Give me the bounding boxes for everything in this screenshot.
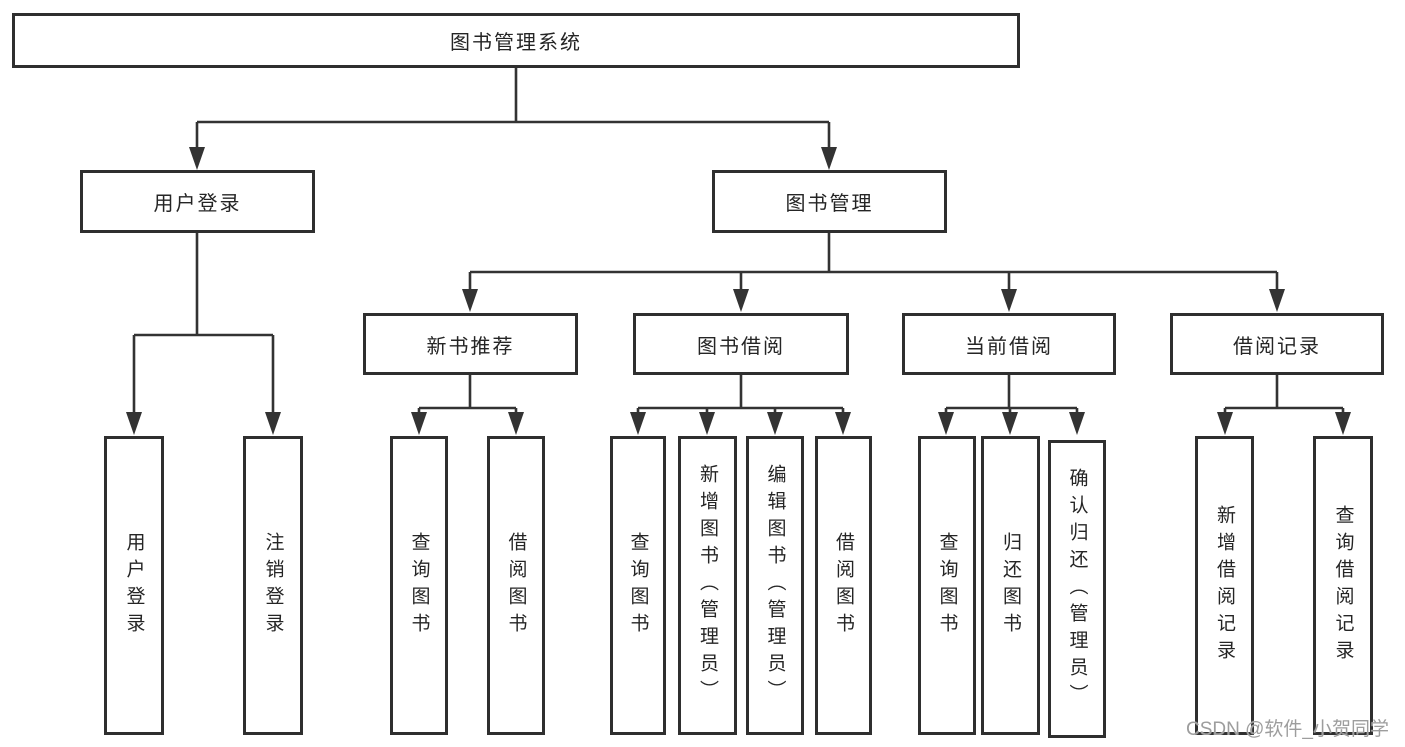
node-new-book-recommend-label: 新书推荐: [426, 335, 515, 358]
leaf-logout: 注销登录: [243, 436, 303, 735]
leaf-return-book: 归还图书: [981, 436, 1040, 735]
node-book-borrowing-label: 图书借阅: [697, 335, 785, 358]
leaf-add-borrow-record: 新增借阅记录: [1195, 436, 1254, 735]
leaf-borrow-books-recommend-label: 借阅图书: [505, 531, 527, 640]
node-new-book-recommend: 新书推荐: [363, 313, 578, 375]
csdn-watermark: CSDN @软件_小贺同学: [1186, 719, 1389, 740]
node-book-management: 图书管理: [712, 170, 947, 233]
leaf-edit-book-admin-label: 编辑图书（管理员）: [764, 464, 786, 707]
leaf-user-login-label: 用户登录: [123, 531, 145, 640]
leaf-add-book-admin-label: 新增图书（管理员）: [697, 464, 718, 707]
leaf-confirm-return-admin-label: 确认归还（管理员）: [1066, 467, 1088, 711]
node-book-borrowing: 图书借阅: [633, 313, 849, 375]
leaf-return-book-label: 归还图书: [1000, 531, 1021, 640]
node-borrowing-records: 借阅记录: [1170, 313, 1384, 375]
leaf-query-borrow-record-label: 查询借阅记录: [1332, 504, 1354, 667]
leaf-query-books-recommend: 查询图书: [390, 436, 448, 735]
leaf-query-books-current-label: 查询图书: [936, 531, 958, 640]
leaf-edit-book-admin: 编辑图书（管理员）: [746, 436, 804, 735]
leaf-borrow-books-recommend: 借阅图书: [487, 436, 545, 735]
leaf-user-login: 用户登录: [104, 436, 164, 735]
leaf-confirm-return-admin: 确认归还（管理员）: [1048, 440, 1106, 738]
leaf-logout-label: 注销登录: [262, 531, 284, 640]
node-current-borrowing-label: 当前借阅: [965, 335, 1053, 358]
node-user-login-label: 用户登录: [153, 193, 242, 215]
node-user-login: 用户登录: [80, 170, 315, 233]
node-root-label: 图书管理系统: [450, 32, 582, 54]
leaf-query-books-borrow-label: 查询图书: [627, 531, 649, 640]
leaf-query-books-recommend-label: 查询图书: [408, 531, 430, 640]
leaf-query-books-current: 查询图书: [918, 436, 976, 735]
node-root: 图书管理系统: [12, 13, 1020, 68]
node-borrowing-records-label: 借阅记录: [1233, 335, 1321, 358]
leaf-query-borrow-record: 查询借阅记录: [1313, 436, 1373, 735]
leaf-add-book-admin: 新增图书（管理员）: [678, 436, 737, 735]
leaf-query-books-borrow: 查询图书: [610, 436, 666, 735]
leaf-add-borrow-record-label: 新增借阅记录: [1214, 504, 1235, 667]
node-current-borrowing: 当前借阅: [902, 313, 1116, 375]
leaf-borrow-books-label: 借阅图书: [833, 531, 854, 640]
leaf-borrow-books: 借阅图书: [815, 436, 872, 735]
node-book-management-label: 图书管理: [785, 193, 874, 215]
